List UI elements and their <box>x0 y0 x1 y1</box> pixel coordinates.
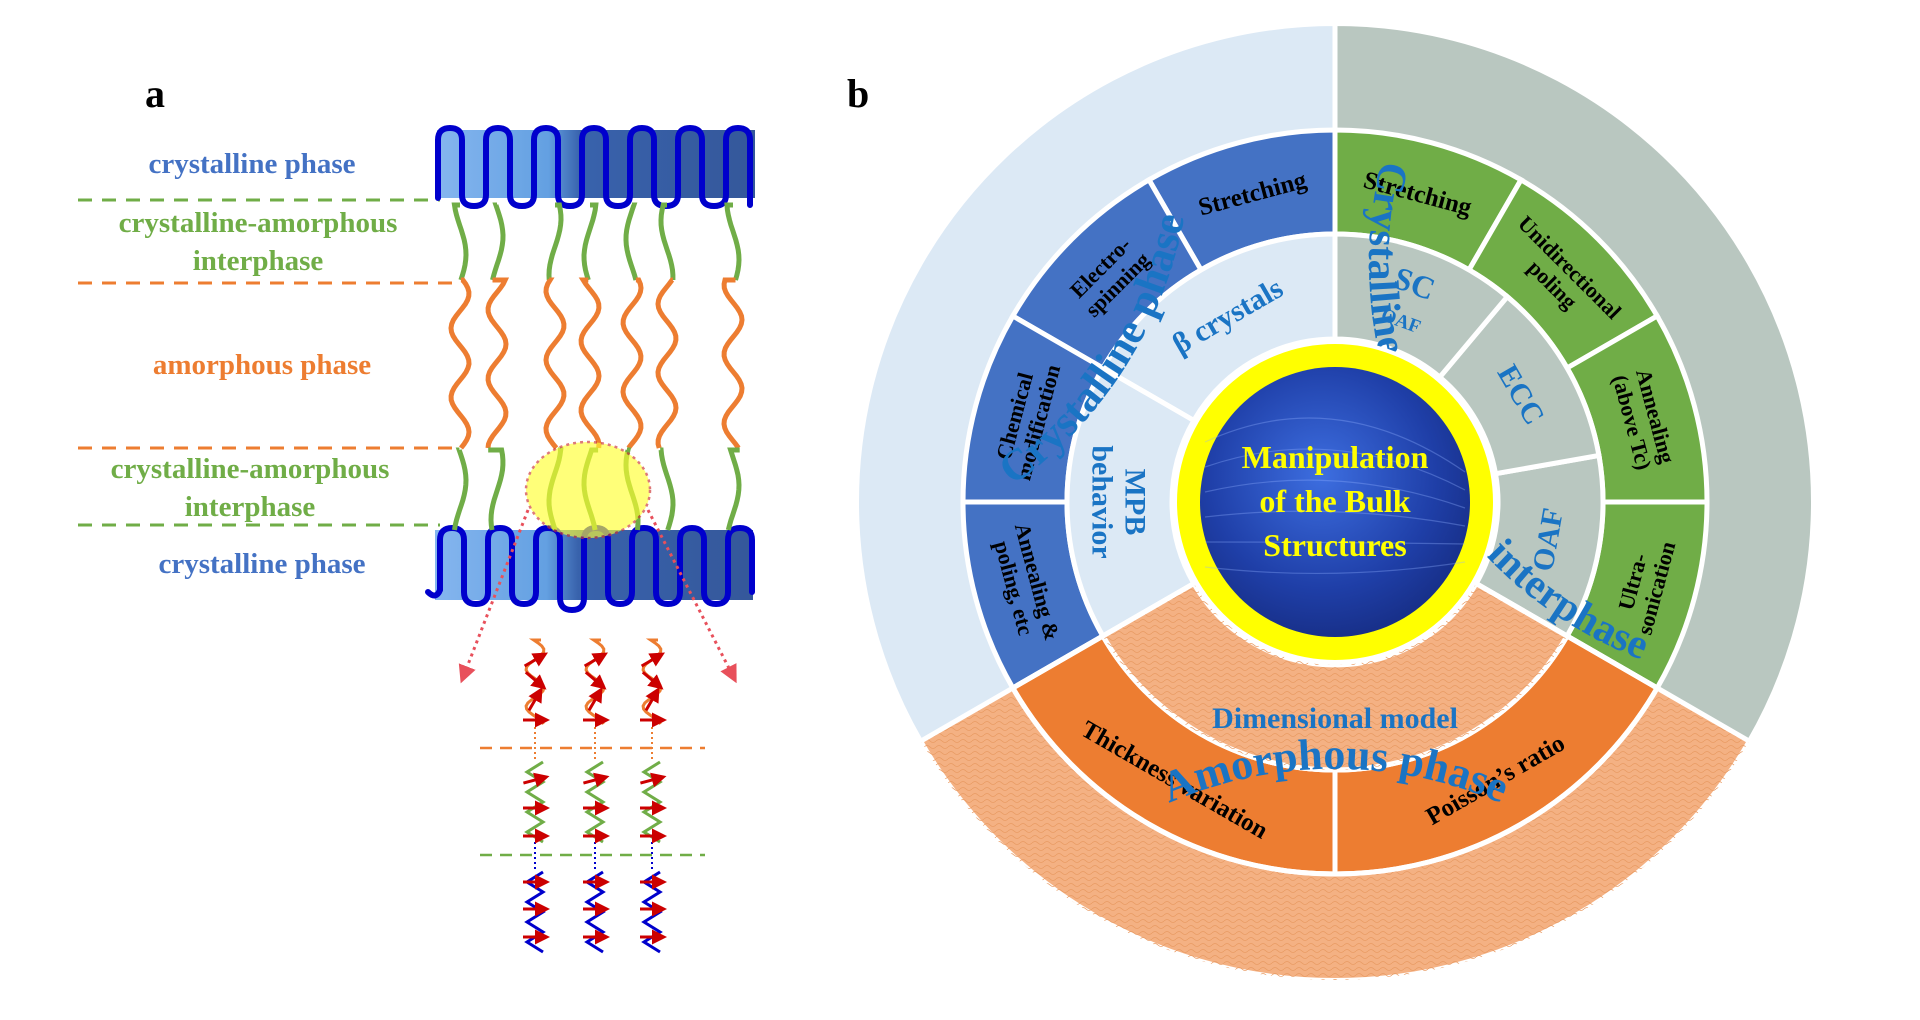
center-disk <box>1200 367 1470 637</box>
outer-ring-texture <box>921 688 1749 980</box>
dipole-chains <box>523 638 667 954</box>
chain-interphase-bottom <box>452 447 469 531</box>
zoom-arrow-left <box>458 509 530 684</box>
middle-label-crystalline-1: MPBbehavior <box>1086 445 1152 558</box>
chain-interphase-bottom <box>658 447 676 531</box>
center-texture <box>1204 510 1466 527</box>
panel-b-label: b <box>847 71 870 116</box>
dipole-arrow <box>640 652 665 668</box>
dipole-arrow <box>641 671 664 690</box>
dipole-arrow <box>584 671 607 690</box>
chain-interphase-top <box>546 202 564 281</box>
chain-amorphous <box>543 277 567 450</box>
chain-interphase-bottom <box>725 447 742 531</box>
chain-interphase-top <box>581 202 599 281</box>
middle-label-amorphous-0: Dimensional model <box>1212 702 1458 735</box>
chain-interphase-top <box>490 202 506 281</box>
label-interphase-top-line2: interphase <box>192 245 324 277</box>
chain-amorphous <box>655 277 679 449</box>
dipole-arrow <box>583 652 608 668</box>
chain-interphase-top <box>658 202 676 280</box>
dipole-arrow <box>583 772 610 788</box>
dipole-arrow <box>524 671 547 690</box>
chain-interphase-top <box>623 202 639 281</box>
crystal-lamella-top <box>435 124 755 210</box>
dipole-arrow <box>587 687 603 712</box>
chain-interphase-top <box>451 202 469 281</box>
label-interphase-bottom-line2: interphase <box>184 491 316 523</box>
highlight-region <box>524 440 652 540</box>
label-interphase-bottom-line1: crystalline-amorphous <box>110 453 390 485</box>
center-texture <box>1204 561 1466 575</box>
panel-a-schematic <box>78 124 755 954</box>
label-crystalline-phase-bottom: crystalline phase <box>158 548 366 580</box>
label-interphase-top-line1: crystalline-amorphous <box>118 207 398 239</box>
chain-amorphous <box>620 277 644 450</box>
label-crystalline-phase-top: crystalline phase <box>148 148 356 180</box>
chain-interphase-bottom <box>488 447 506 531</box>
dipole-arrow <box>523 772 550 788</box>
center-texture <box>1204 479 1466 509</box>
chain-interphase-top <box>724 202 742 281</box>
chain-amorphous <box>721 277 745 450</box>
dipole-arrow <box>527 687 543 712</box>
chain-amorphous <box>448 277 472 450</box>
chain-amorphous <box>485 277 510 449</box>
crystal-lamella-bottom <box>425 524 755 614</box>
dipole-arrow <box>640 772 667 788</box>
center-texture <box>1204 541 1466 545</box>
center-texture <box>1204 448 1466 491</box>
dipole-arrow <box>523 652 548 668</box>
center-texture <box>1204 417 1466 473</box>
dipole-arrow <box>644 687 660 712</box>
panel-a-label: a <box>145 71 165 116</box>
chain-amorphous <box>578 277 602 449</box>
sector-divider <box>919 579 1198 744</box>
label-amorphous-phase: amorphous phase <box>152 349 372 381</box>
sector-divider <box>1472 579 1751 744</box>
